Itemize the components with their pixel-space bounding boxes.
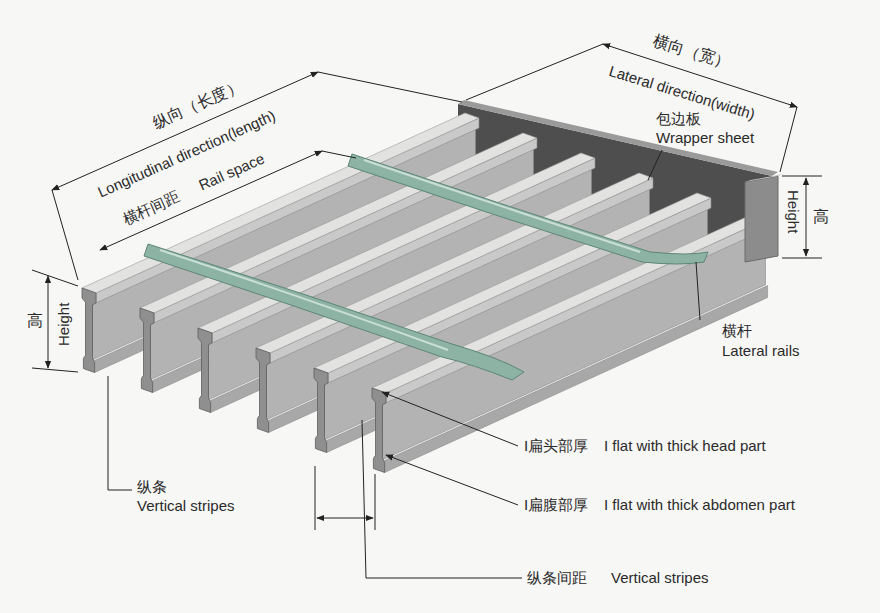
wrapper-sheet-top bbox=[745, 174, 784, 182]
leader-lines bbox=[108, 150, 700, 578]
part-label: I flat with thick abdomen part bbox=[604, 496, 795, 513]
wrapper-sheet bbox=[745, 176, 778, 262]
part-label: 高 bbox=[813, 208, 829, 226]
part-label: 横杆间距 bbox=[120, 188, 182, 228]
part-label: 横杆 bbox=[722, 322, 752, 339]
part-label: 纵条间距 bbox=[527, 569, 587, 586]
part-label: Lateral rails bbox=[722, 342, 800, 359]
part-label: Wrapper sheet bbox=[656, 129, 754, 146]
part-label: I扁腹部厚 bbox=[524, 496, 588, 513]
rail-highlight bbox=[160, 250, 448, 350]
part-label: I flat with thick head part bbox=[604, 437, 766, 454]
bearing-bars bbox=[82, 113, 769, 473]
lateral-rail bbox=[348, 154, 708, 264]
dimension-lines bbox=[32, 44, 822, 530]
part-label: I扁头部厚 bbox=[524, 437, 588, 454]
part-label: Rail space bbox=[196, 150, 267, 194]
part-label: 包边板 bbox=[656, 110, 701, 127]
part-label: 横向（宽） bbox=[651, 32, 733, 73]
part-label: 纵条 bbox=[137, 478, 167, 495]
dimension-label: Height bbox=[785, 190, 802, 233]
part-label: Vertical stripes bbox=[611, 569, 709, 586]
lateral-rail bbox=[144, 244, 524, 380]
part-label: Vertical stripes bbox=[137, 497, 235, 514]
dimension-label: Height bbox=[55, 303, 72, 346]
rail-highlight bbox=[364, 160, 640, 252]
part-label: 高 bbox=[27, 312, 43, 330]
